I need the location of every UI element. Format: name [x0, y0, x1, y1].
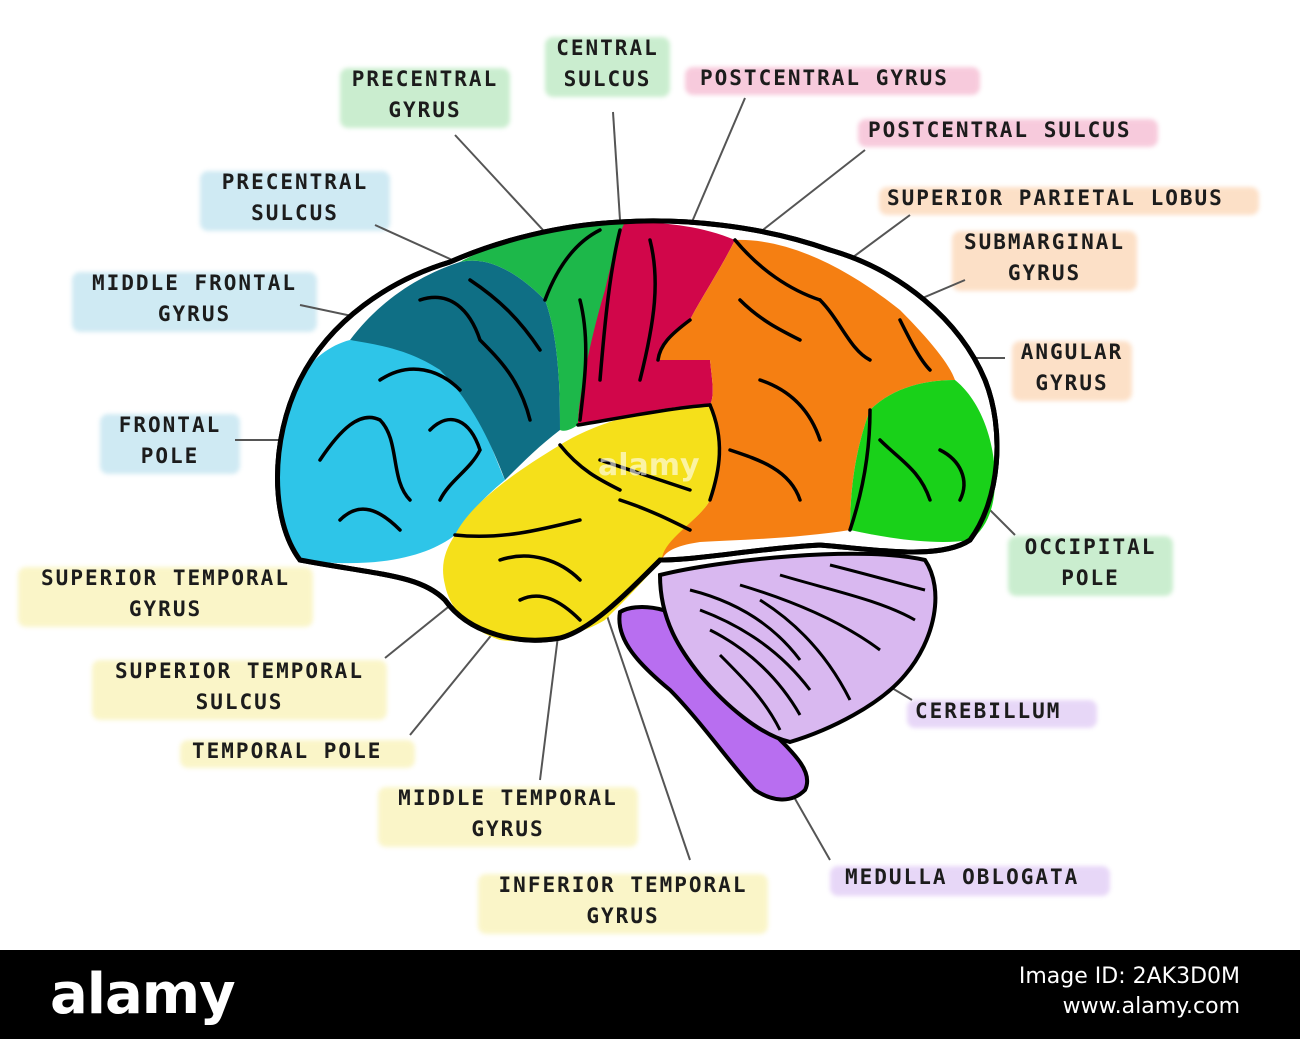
label-inferior-temporal-gyrus: INFERIOR TEMPORAL GYRUS — [478, 870, 768, 934]
label-superior-temporal-gyrus: SUPERIOR TEMPORAL GYRUS — [18, 563, 313, 627]
label-medulla-oblogata: MEDULLA OBLOGATA — [830, 862, 1110, 896]
label-temporal-pole: TEMPORAL POLE — [180, 736, 415, 768]
label-middle-temporal-gyrus: MIDDLE TEMPORAL GYRUS — [378, 783, 638, 847]
cerebellum-folds — [689, 563, 926, 731]
postcentral-region — [578, 222, 735, 425]
label-angular-gyrus: ANGULAR GYRUS — [1012, 337, 1132, 401]
footer-site: www.alamy.com — [1062, 994, 1240, 1019]
label-occipital-pole: OCCIPITAL POLE — [1008, 532, 1173, 596]
label-middle-frontal-gyrus: MIDDLE FRONTAL GYRUS — [72, 268, 317, 332]
footer-brand-logo: alamy — [50, 962, 236, 1027]
parietal-region — [658, 239, 955, 561]
temporal-region — [443, 405, 720, 642]
watermark: alamy — [598, 448, 700, 483]
footer-image-id: Image ID: 2AK3D0M — [1018, 964, 1240, 989]
footer-bar: alamy Image ID: 2AK3D0M www.alamy.com — [0, 950, 1300, 1039]
gyri-lines — [318, 228, 966, 622]
label-postcentral-sulcus: POSTCENTRAL SULCUS — [858, 115, 1158, 147]
middle-frontal-region — [350, 260, 560, 480]
frontal-pole-region — [277, 340, 505, 564]
label-central-sulcus: CENTRAL SULCUS — [545, 33, 670, 97]
label-precentral-sulcus: PRECENTRAL SULCUS — [200, 167, 390, 231]
footer-image-info: Image ID: 2AK3D0M www.alamy.com — [1019, 962, 1240, 1022]
brain-diagram — [235, 97, 1016, 861]
label-frontal-pole: FRONTAL POLE — [100, 410, 240, 474]
label-superior-parietal-lobus: SUPERIOR PARIETAL LOBUS — [879, 183, 1259, 215]
label-cerebillum: CEREBILLUM — [907, 696, 1097, 728]
label-superior-temporal-sulcus: SUPERIOR TEMPORAL SULCUS — [92, 656, 387, 720]
label-precentral-gyrus: PRECENTRAL GYRUS — [340, 64, 510, 128]
occipital-region — [850, 380, 995, 542]
label-submarginal-gyrus: SUBMARGINAL GYRUS — [952, 227, 1137, 291]
label-postcentral-gyrus: POSTCENTRAL GYRUS — [685, 63, 980, 95]
